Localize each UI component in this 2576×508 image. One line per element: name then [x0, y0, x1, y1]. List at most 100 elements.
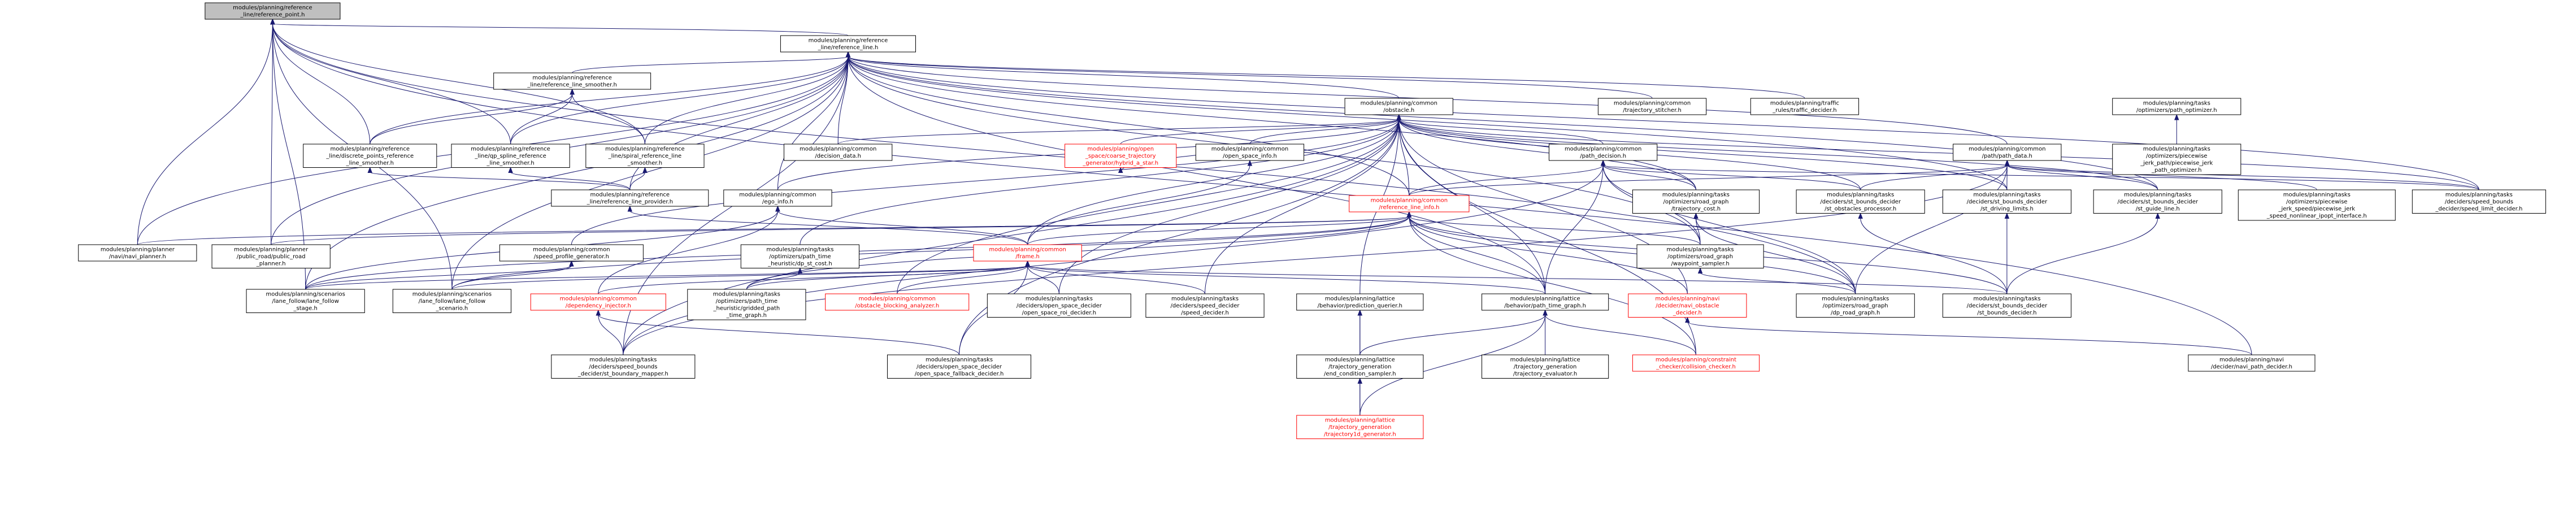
node-speed-profile[interactable]: modules/planning/common/speed_profile_ge… [499, 244, 644, 262]
edge-obstacle-to-speed_profile [571, 114, 1401, 245]
node-open-space-roi[interactable]: modules/planning/tasks/deciders/open_spa… [987, 293, 1131, 318]
node-box [2412, 189, 2546, 214]
node-waypoint-sampler[interactable]: modules/planning/tasks/optimizers/road_g… [1636, 244, 1764, 268]
node-traffic-decider[interactable]: modules/planning/traffic_rules/traffic_d… [1750, 98, 1860, 115]
node-label-line: _speed_nonlinear_ipopt_interface.h [2266, 213, 2367, 219]
node-label-line: modules/planning/tasks [1822, 296, 1889, 302]
edge-open_space_info-to-frame [1027, 159, 1253, 245]
node-navi-obstacle[interactable]: modules/planning/navi/decider/navi_obsta… [1628, 293, 1747, 318]
node-label-line: modules/planning/reference [809, 38, 888, 44]
node-dependency-injector[interactable]: modules/planning/common/dependency_injec… [530, 293, 666, 311]
node-ref-line-info[interactable]: modules/planning/common/reference_line_i… [1349, 195, 1470, 212]
node-qp-spline[interactable]: modules/planning/reference_line/qp_splin… [451, 144, 570, 168]
node-path-data[interactable]: modules/planning/common/path/path_data.h [1953, 144, 2062, 161]
node-ref-line[interactable]: modules/planning/reference_line/referenc… [780, 35, 916, 53]
node-label-line: modules/planning/tasks [1827, 192, 1894, 198]
node-piecewise-jerk-path[interactable]: modules/planning/tasks/optimizers/piecew… [2112, 144, 2241, 175]
node-label-line: /lane_follow/lane_follow [419, 298, 486, 305]
node-ego-info[interactable]: modules/planning/common/ego_info.h [723, 189, 832, 207]
node-ref-point[interactable]: modules/planning/reference_line/referenc… [205, 2, 341, 20]
node-provider[interactable]: modules/planning/reference_line/referenc… [551, 189, 709, 207]
node-label-line: _line/spiral_reference_line [608, 153, 682, 159]
node-traj-evaluator[interactable]: modules/planning/lattice/trajectory_gene… [1482, 354, 1609, 379]
node-obstacle-blocking[interactable]: modules/planning/common/obstacle_blockin… [825, 293, 970, 311]
node-open-space-fallback[interactable]: modules/planning/tasks/deciders/open_spa… [887, 354, 1032, 379]
node-navi-path-decider[interactable]: modules/planning/navi/decider/navi_path_… [2188, 354, 2316, 372]
node-label-line: modules/planning/constraint [1656, 357, 1736, 363]
node-label-line: /optimizers/path_time [716, 298, 777, 305]
node-path-time-graph[interactable]: modules/planning/lattice/behavior/path_t… [1482, 293, 1609, 311]
node-spiral[interactable]: modules/planning/reference_line/spiral_r… [585, 144, 705, 168]
node-trajectory-cost[interactable]: modules/planning/tasks/optimizers/road_g… [1632, 189, 1760, 214]
node-frame[interactable]: modules/planning/common/frame.h [973, 244, 1082, 262]
edge-ref_point-to-qp_spline [270, 18, 511, 145]
node-box [2093, 189, 2222, 214]
edge-path_time_graph-to-end_condition [1359, 309, 1548, 355]
node-box [973, 244, 1082, 262]
node-dp-road-graph[interactable]: modules/planning/tasks/optimizers/road_g… [1796, 293, 1915, 318]
node-public-road[interactable]: modules/planning/planner/public_road/pub… [211, 244, 331, 268]
edge-end_condition-to-traj1d_generator [1357, 377, 1363, 415]
node-prediction-querier[interactable]: modules/planning/lattice/behavior/predic… [1296, 293, 1424, 311]
node-label-line: /decider/navi_obstacle [1656, 303, 1719, 309]
node-decision-data[interactable]: modules/planning/common/decision_data.h [784, 144, 893, 161]
edge-st_driving_limits-to-st_bounds_decider [2004, 212, 2010, 294]
node-hybrid-astar[interactable]: modules/planning/open_space/coarse_traje… [1065, 144, 1177, 168]
node-obstacle[interactable]: modules/planning/common/obstacle.h [1344, 98, 1453, 115]
node-label-line: /obstacle.h [1383, 107, 1414, 114]
node-collision-checker[interactable]: modules/planning/constraint_checker/coll… [1632, 354, 1760, 372]
node-label-line: _smoother.h [627, 160, 662, 167]
node-smoother[interactable]: modules/planning/reference_line/referenc… [493, 72, 651, 90]
node-label-line: /deciders/speed_bounds [589, 364, 657, 370]
node-box [1628, 293, 1747, 318]
node-label-line: /deciders/st_bounds_decider [1967, 303, 2048, 309]
node-st-boundary-mapper[interactable]: modules/planning/tasks/deciders/speed_bo… [551, 354, 696, 379]
node-label-line: _line/reference_point.h [240, 12, 305, 18]
edge-discrete-to-provider [367, 167, 631, 190]
node-label-line: /trajectory_generation [1514, 364, 1576, 370]
node-label-line: modules/planning/tasks [2445, 192, 2513, 198]
edge-ref_line_info-to-navi_planner [137, 211, 1412, 245]
edge-spiral-to-provider [629, 167, 648, 190]
node-box [1349, 195, 1470, 212]
node-label-line: /deciders/speed_bounds [2445, 199, 2513, 205]
node-label-line: modules/planning/reference [532, 75, 612, 81]
node-label-line: /deciders/speed_decider [1171, 303, 1240, 309]
node-lane-follow-stage[interactable]: modules/planning/scenarios/lane_follow/l… [246, 289, 365, 313]
edge-path_optimizer-to-piecewise_jerk_path [2174, 114, 2179, 144]
edge-obstacle-to-decision_data [837, 114, 1401, 145]
node-end-condition[interactable]: modules/planning/lattice/trajectory_gene… [1296, 354, 1424, 379]
node-traj1d-generator[interactable]: modules/planning/lattice/trajectory_gene… [1296, 415, 1424, 439]
node-pwj-speed-nl[interactable]: modules/planning/tasks/optimizers/piecew… [2238, 189, 2396, 221]
node-label-line: /speed_decider.h [1181, 310, 1229, 316]
node-label-line: modules/planning/lattice [1510, 357, 1580, 363]
node-path-decision[interactable]: modules/planning/common/path_decision.h [1548, 144, 1658, 161]
node-label-line: modules/planning/tasks [713, 292, 780, 298]
node-label-line: _line/qp_spline_reference [474, 153, 546, 159]
node-navi-planner[interactable]: modules/planning/planner/navi/navi_plann… [78, 244, 197, 262]
node-open-space-info[interactable]: modules/planning/common/open_space_info.… [1195, 144, 1305, 161]
node-label-line: modules/planning/lattice [1510, 296, 1580, 302]
node-box [499, 244, 644, 262]
node-st-guide-line[interactable]: modules/planning/tasks/deciders/st_bound… [2093, 189, 2222, 214]
node-st-obstacles[interactable]: modules/planning/tasks/deciders/st_bound… [1796, 189, 1925, 214]
edge-st_guide_line-to-st_bounds_decider [2006, 212, 2160, 294]
node-box [1632, 354, 1760, 372]
node-dp-st-cost[interactable]: modules/planning/tasks/optimizers/path_t… [740, 244, 859, 268]
node-speed-decider[interactable]: modules/planning/tasks/deciders/speed_de… [1145, 293, 1265, 318]
node-st-driving-limits[interactable]: modules/planning/tasks/deciders/st_bound… [1942, 189, 2071, 214]
node-gridded-path-time[interactable]: modules/planning/tasks/optimizers/path_t… [687, 289, 806, 320]
node-lane-follow-scenario[interactable]: modules/planning/scenarios/lane_follow/l… [392, 289, 511, 313]
node-label-line: modules/planning/common [1361, 101, 1437, 107]
node-box [1548, 144, 1658, 161]
node-box [2238, 189, 2396, 221]
node-st-bounds-decider[interactable]: modules/planning/tasks/deciders/st_bound… [1942, 293, 2071, 318]
node-label-line: _jerk_path/piecewise_jerk [2140, 160, 2213, 167]
node-discrete[interactable]: modules/planning/reference_line/discrete… [303, 144, 437, 168]
node-speed-limit-decider[interactable]: modules/planning/tasks/deciders/speed_bo… [2412, 189, 2546, 214]
node-path-optimizer[interactable]: modules/planning/tasks/optimizers/path_o… [2112, 98, 2241, 115]
node-label-line: _line/discrete_points_reference [325, 153, 414, 159]
node-box [687, 289, 806, 320]
node-label-line: modules/planning/reference [330, 146, 410, 153]
node-traj-stitcher[interactable]: modules/planning/common/trajectory_stitc… [1597, 98, 1707, 115]
